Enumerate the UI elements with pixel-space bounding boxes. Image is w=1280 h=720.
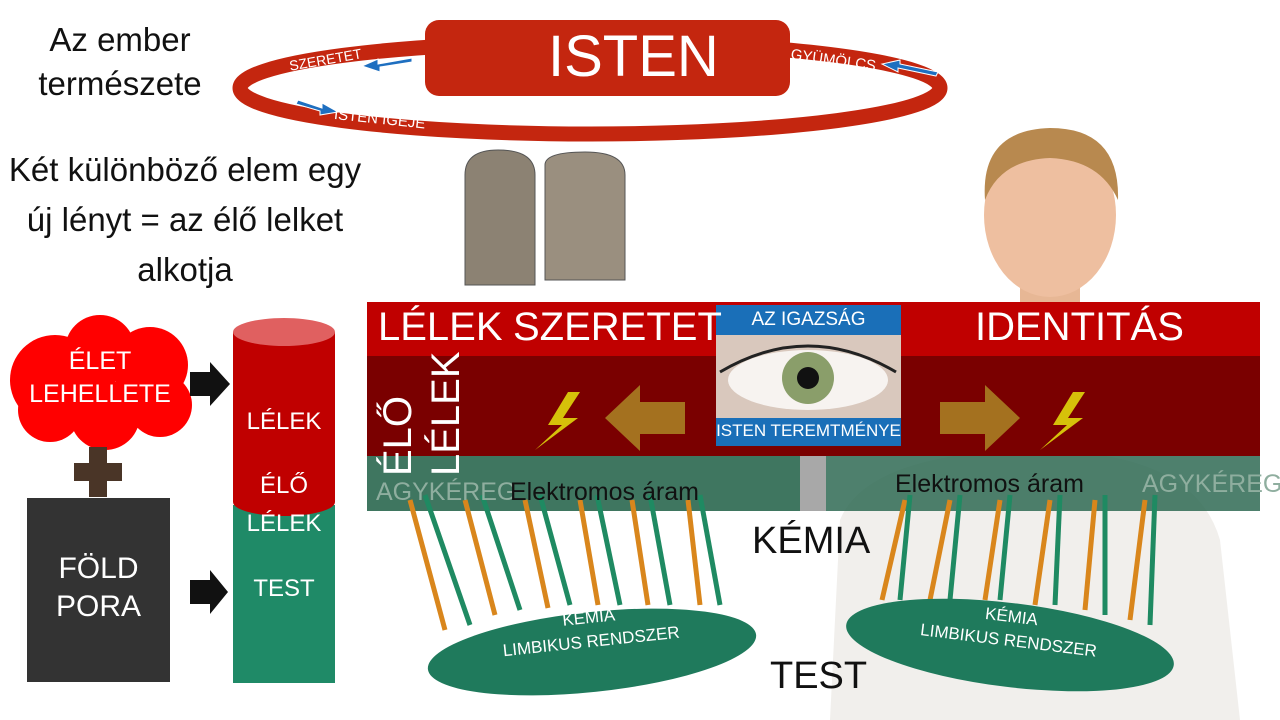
cylinder-elo-lelek: LÉLEK [246, 510, 322, 537]
band-divider [800, 456, 826, 511]
truth-label: AZ IGAZSÁG [751, 309, 866, 330]
band-green-left [367, 456, 800, 511]
earth-label: FÖLD PORA [55, 552, 142, 623]
right-arrow-icon [190, 570, 228, 614]
band-elo: ÉLŐ [376, 395, 420, 476]
cloud-label: ÉLET LEHELLETE [29, 347, 171, 408]
cylinder-green [233, 505, 335, 683]
earth-box [27, 498, 170, 682]
band-elo-lelek: LÉLEK [424, 351, 468, 476]
right-arrow-icon [190, 362, 230, 406]
subheading: Két különböző elem egy új lényt = az élő… [8, 151, 362, 288]
stone-tablets-icon [464, 149, 626, 286]
limbic-ellipse-left [427, 608, 757, 696]
cylinder-test: TEST [253, 575, 315, 602]
isten-label: ISTEN [548, 24, 719, 89]
blue-arrow-icon [295, 57, 939, 116]
cylinder-elo: ÉLŐ [259, 472, 309, 499]
cylinder-lelek: LÉLEK [246, 408, 322, 435]
cloud-shape [10, 315, 192, 450]
right-arrow-icon [940, 385, 1020, 451]
nerve-lines [407, 494, 1158, 631]
band-lelek: LÉLEK [378, 305, 503, 349]
band-green-right [826, 456, 1260, 511]
heading: Az ember természete [38, 21, 202, 102]
cortex-right: AGYKÉREG [1142, 470, 1280, 498]
isten-box [425, 20, 790, 96]
kemia-label: KÉMIA [752, 520, 871, 562]
band-szeretet: SZERETET [513, 305, 722, 349]
left-arrow-icon [605, 385, 685, 451]
cylinder-red [233, 332, 335, 502]
band-identitas: IDENTITÁS [975, 305, 1184, 349]
current-right: Elektromos áram [895, 470, 1084, 498]
limbic-ellipse-right [846, 598, 1174, 692]
lightning-icon [1040, 392, 1085, 450]
current-left: Elektromos áram [510, 478, 699, 506]
creation-label: ISTEN TEREMTMÉNYE [716, 421, 901, 440]
plus-icon [74, 447, 122, 497]
cortex-left: AGYKÉREG [376, 478, 517, 506]
test-label: TEST [770, 655, 868, 697]
cylinder-top [233, 318, 335, 346]
lightning-icon [535, 392, 580, 450]
